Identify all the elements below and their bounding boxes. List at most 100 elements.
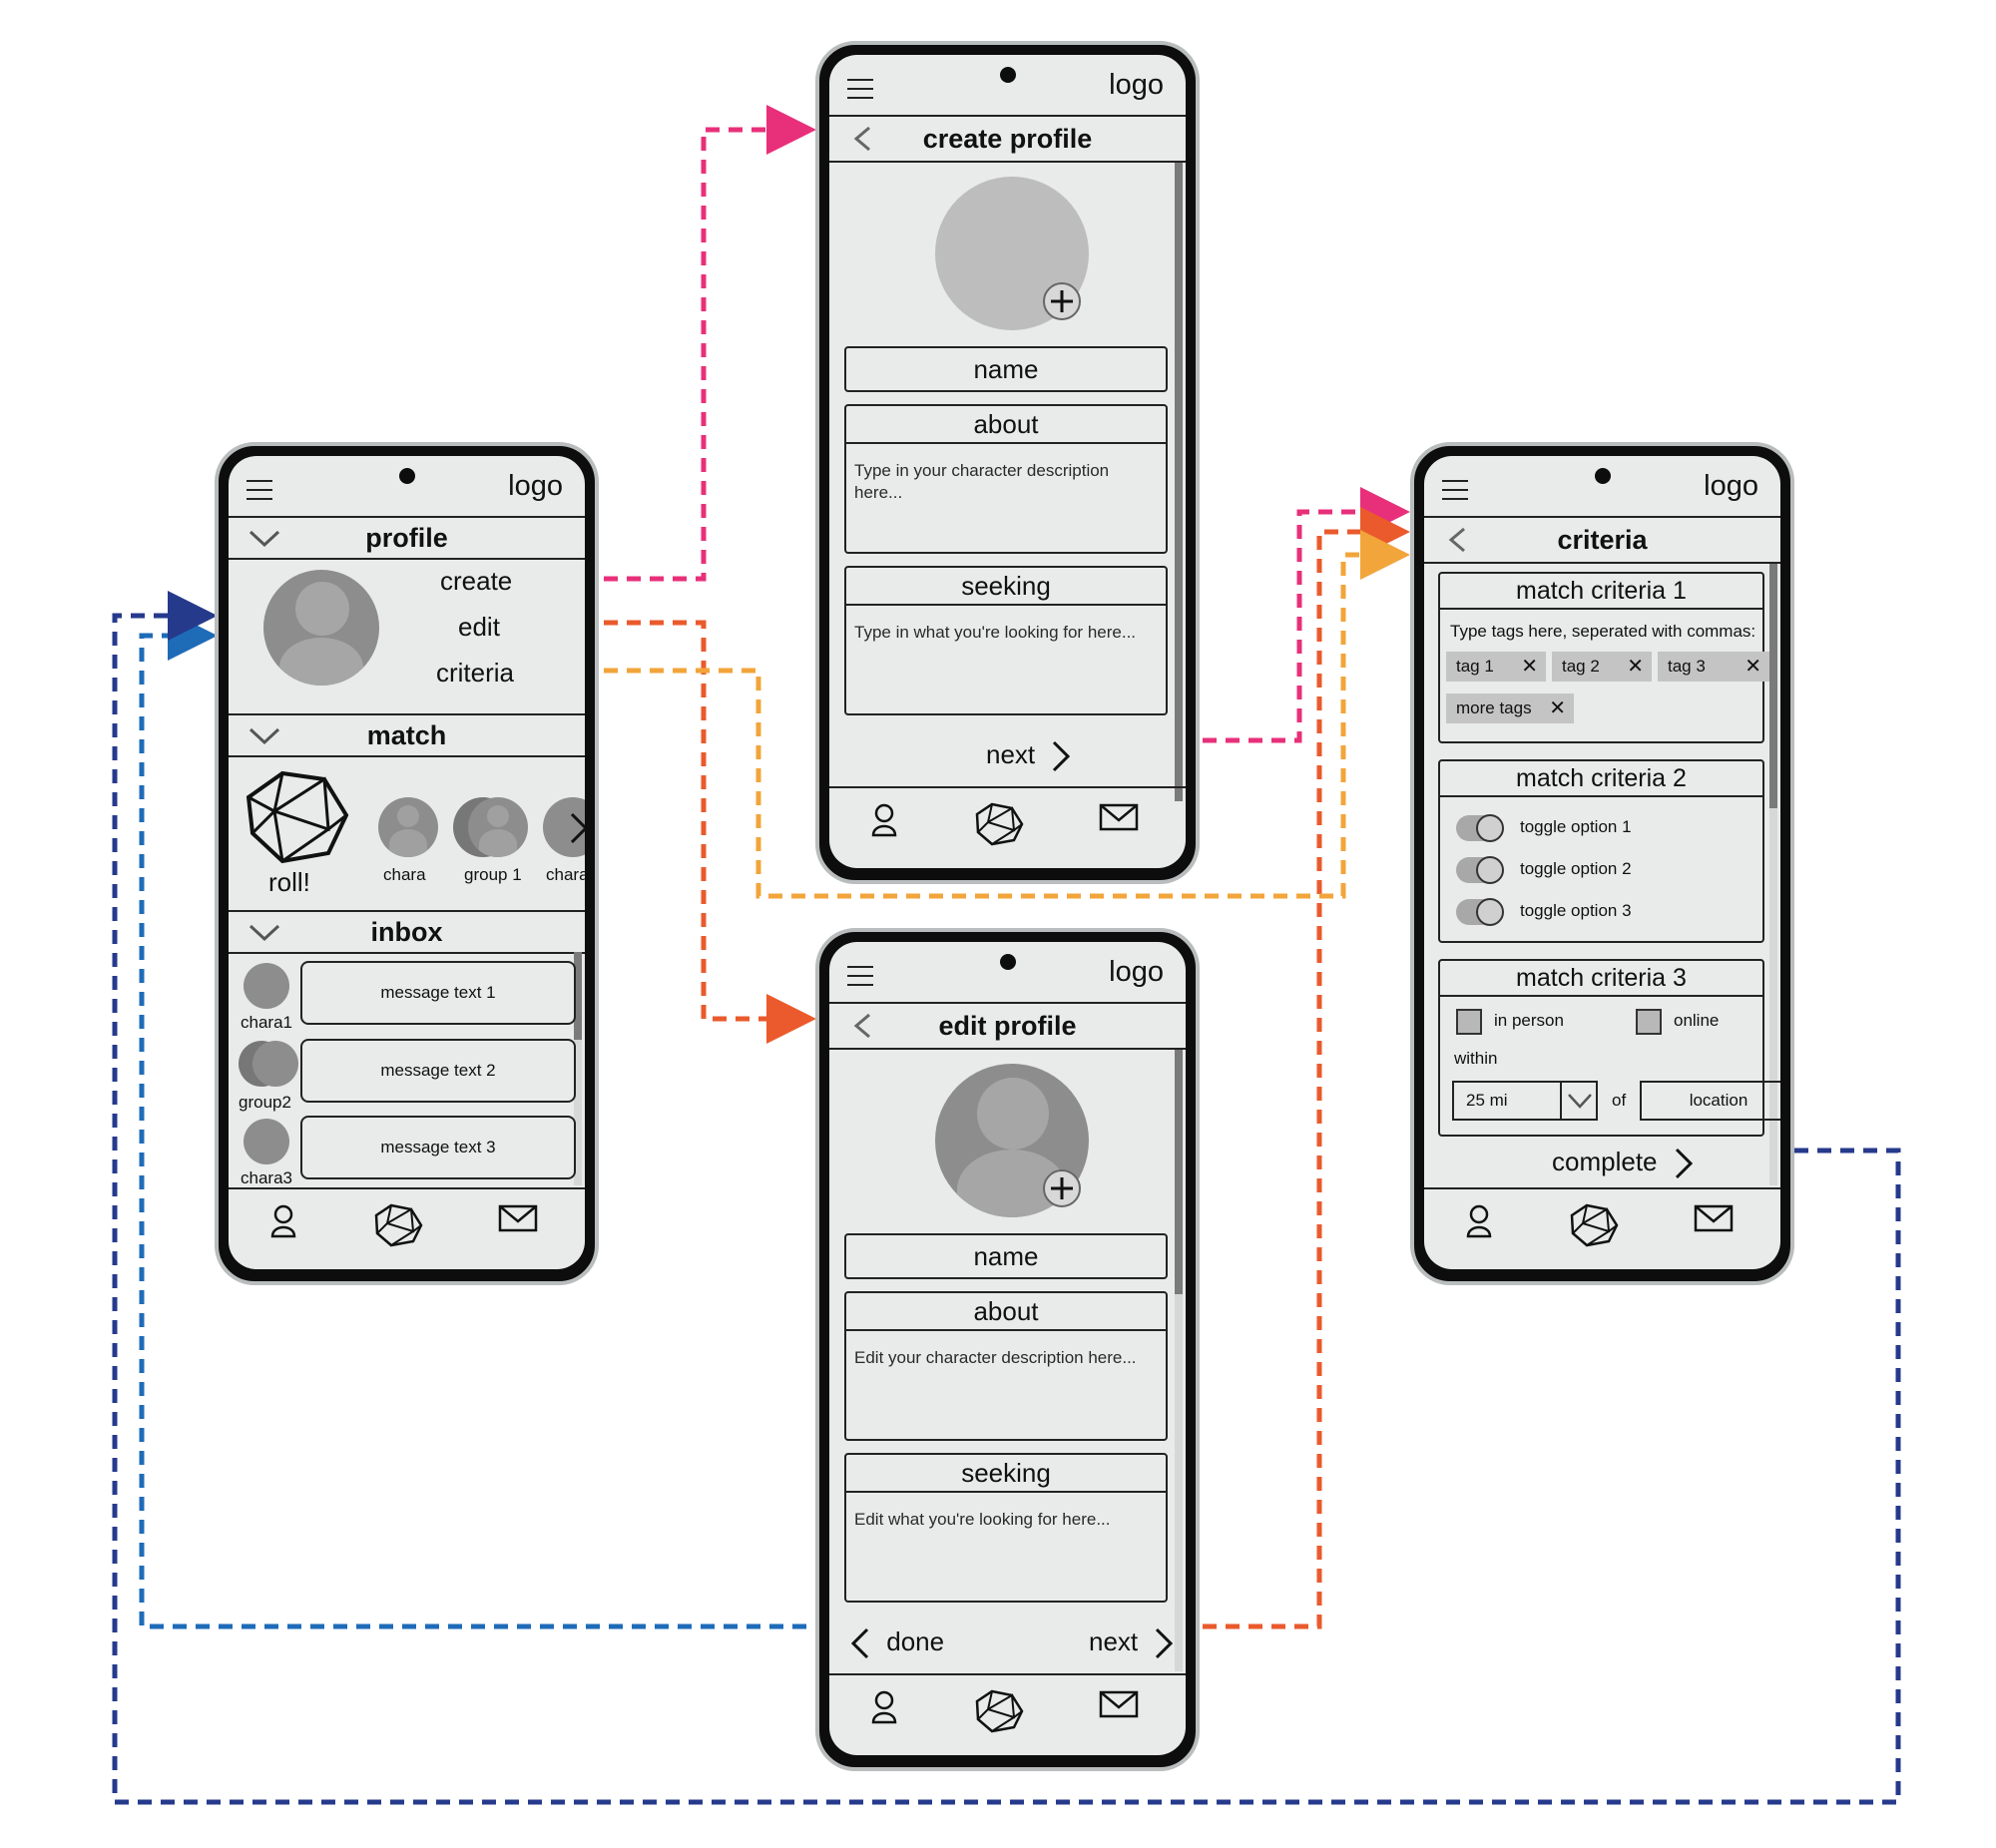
- name-field[interactable]: name: [844, 1233, 1168, 1279]
- complete-label: complete: [1552, 1147, 1658, 1176]
- scroll-thumb[interactable]: [1175, 163, 1183, 801]
- match-criteria-2: match criteria 2 toggle option 1 toggle …: [1438, 759, 1764, 943]
- inbox-message-2[interactable]: message text 2: [300, 1039, 576, 1103]
- roll-label[interactable]: roll!: [268, 867, 310, 897]
- tag-label: tag 2: [1562, 657, 1600, 676]
- arrow-create-to-create-profile: [604, 105, 816, 582]
- page-title: create profile: [922, 124, 1093, 154]
- person-body: [389, 829, 427, 857]
- back-chevron-icon[interactable]: [1446, 527, 1468, 553]
- next-button[interactable]: next: [1089, 1626, 1175, 1660]
- close-icon[interactable]: ✕: [1627, 656, 1644, 678]
- in-person-checkbox[interactable]: [1456, 1009, 1482, 1035]
- camera-dot: [999, 67, 1016, 83]
- about-field[interactable]: about Edit your character description he…: [844, 1291, 1168, 1441]
- tag-chip[interactable]: tag 2 ✕: [1552, 652, 1652, 682]
- tag-label: tag 1: [1456, 657, 1494, 676]
- match-label-chara: chara: [383, 865, 426, 884]
- hamburger-menu-icon[interactable]: [247, 480, 272, 500]
- match-avatar-group1-front[interactable]: [468, 797, 528, 857]
- name-field[interactable]: name: [844, 346, 1168, 392]
- profile-link-criteria[interactable]: criteria: [436, 658, 515, 688]
- profile-tab-icon[interactable]: [1464, 1203, 1494, 1239]
- back-chevron-icon[interactable]: [851, 1013, 873, 1039]
- match-label-chara-2: chara: [546, 865, 585, 884]
- tag-chip[interactable]: tag 3✕: [1658, 652, 1769, 682]
- hamburger-menu-icon[interactable]: [847, 966, 873, 986]
- inbox-tab-mail-icon[interactable]: [1099, 1689, 1139, 1719]
- online-checkbox[interactable]: [1636, 1009, 1662, 1035]
- logo: logo: [1704, 470, 1758, 502]
- toggle-switch[interactable]: [1456, 856, 1504, 884]
- camera-dot: [398, 468, 415, 484]
- toggle-label: toggle option 2: [1520, 859, 1632, 878]
- title-bar: create profile: [829, 115, 1186, 163]
- chevron-down-icon: [1568, 1094, 1592, 1109]
- inbox-message-3[interactable]: message text 3: [300, 1116, 576, 1179]
- profile-avatar: [263, 570, 379, 686]
- close-icon[interactable]: ✕: [1745, 656, 1761, 678]
- criteria-3-title: match criteria 3: [1440, 961, 1762, 997]
- seeking-field[interactable]: seeking Type in what you're looking for …: [844, 566, 1168, 715]
- hamburger-menu-icon[interactable]: [1442, 480, 1468, 500]
- bottom-tab-bar: [829, 1673, 1186, 1755]
- name-label: name: [973, 1241, 1039, 1271]
- phone-edit-profile: logo edit profile name about Edit your c…: [815, 928, 1200, 1771]
- scroll-thumb[interactable]: [1769, 564, 1777, 808]
- seeking-placeholder: Edit what you're looking for here...: [854, 1510, 1111, 1529]
- tag-chip[interactable]: tag 1 ✕: [1446, 652, 1546, 682]
- inbox-message-1[interactable]: message text 1: [300, 961, 576, 1025]
- next-button[interactable]: next: [986, 739, 1072, 773]
- arrow-edit-to-edit-profile: [604, 620, 816, 1044]
- logo: logo: [508, 470, 563, 502]
- inbox-tab-mail-icon[interactable]: [498, 1203, 538, 1233]
- profile-tab-icon[interactable]: [268, 1203, 298, 1239]
- match-tab-dice-icon[interactable]: [1569, 1203, 1619, 1247]
- d20-dice-icon[interactable]: [243, 769, 352, 867]
- back-chevron-icon[interactable]: [851, 126, 873, 152]
- match-tab-dice-icon[interactable]: [373, 1203, 423, 1247]
- match-avatar-chara[interactable]: [378, 797, 438, 857]
- tag-chip[interactable]: more tags✕: [1446, 693, 1574, 723]
- profile-tab-icon[interactable]: [869, 802, 899, 838]
- chevron-right-icon: [1053, 741, 1071, 772]
- toggle-switch[interactable]: [1456, 898, 1504, 926]
- add-photo-button[interactable]: [1043, 282, 1081, 320]
- chevron-down-icon: [249, 530, 280, 548]
- close-icon[interactable]: ✕: [1549, 697, 1566, 719]
- profile-tab-icon[interactable]: [869, 1689, 899, 1725]
- section-inbox-header[interactable]: inbox: [229, 910, 585, 954]
- camera-dot: [1594, 468, 1611, 484]
- toggle-switch[interactable]: [1456, 814, 1504, 842]
- chevron-right-icon[interactable]: [568, 811, 585, 845]
- location-field[interactable]: location: [1640, 1081, 1780, 1121]
- section-profile-header[interactable]: profile: [229, 516, 585, 560]
- chevron-right-icon: [1675, 1149, 1693, 1179]
- seeking-field[interactable]: seeking Edit what you're looking for her…: [844, 1453, 1168, 1603]
- section-match-header[interactable]: match: [229, 713, 585, 757]
- done-label: done: [886, 1626, 945, 1656]
- profile-link-edit[interactable]: edit: [458, 612, 500, 642]
- phone-home: logo profile create edit criteria match …: [215, 442, 599, 1285]
- logo: logo: [1109, 956, 1164, 988]
- next-label: next: [1089, 1626, 1139, 1656]
- scroll-thumb[interactable]: [1175, 1050, 1183, 1294]
- about-field[interactable]: about Type in your character description…: [844, 404, 1168, 554]
- in-person-label: in person: [1494, 1011, 1564, 1030]
- title-bar: criteria: [1424, 516, 1780, 564]
- distance-select[interactable]: 25 mi: [1452, 1081, 1598, 1121]
- match-tab-dice-icon[interactable]: [974, 1689, 1024, 1733]
- status-bar: logo: [1424, 456, 1780, 516]
- inbox-tab-mail-icon[interactable]: [1694, 1203, 1734, 1233]
- hamburger-menu-icon[interactable]: [847, 79, 873, 99]
- page-title: criteria: [1557, 525, 1648, 555]
- inbox-tab-mail-icon[interactable]: [1099, 802, 1139, 832]
- done-button[interactable]: done: [849, 1626, 944, 1660]
- match-criteria-3: match criteria 3 in person online within…: [1438, 959, 1780, 1137]
- create-profile-screen: logo create profile name about Type in y…: [829, 55, 1186, 868]
- change-photo-button[interactable]: [1043, 1169, 1081, 1207]
- profile-link-create[interactable]: create: [440, 566, 513, 596]
- complete-button[interactable]: complete: [1552, 1147, 1695, 1180]
- close-icon[interactable]: ✕: [1521, 656, 1538, 678]
- match-tab-dice-icon[interactable]: [974, 802, 1024, 846]
